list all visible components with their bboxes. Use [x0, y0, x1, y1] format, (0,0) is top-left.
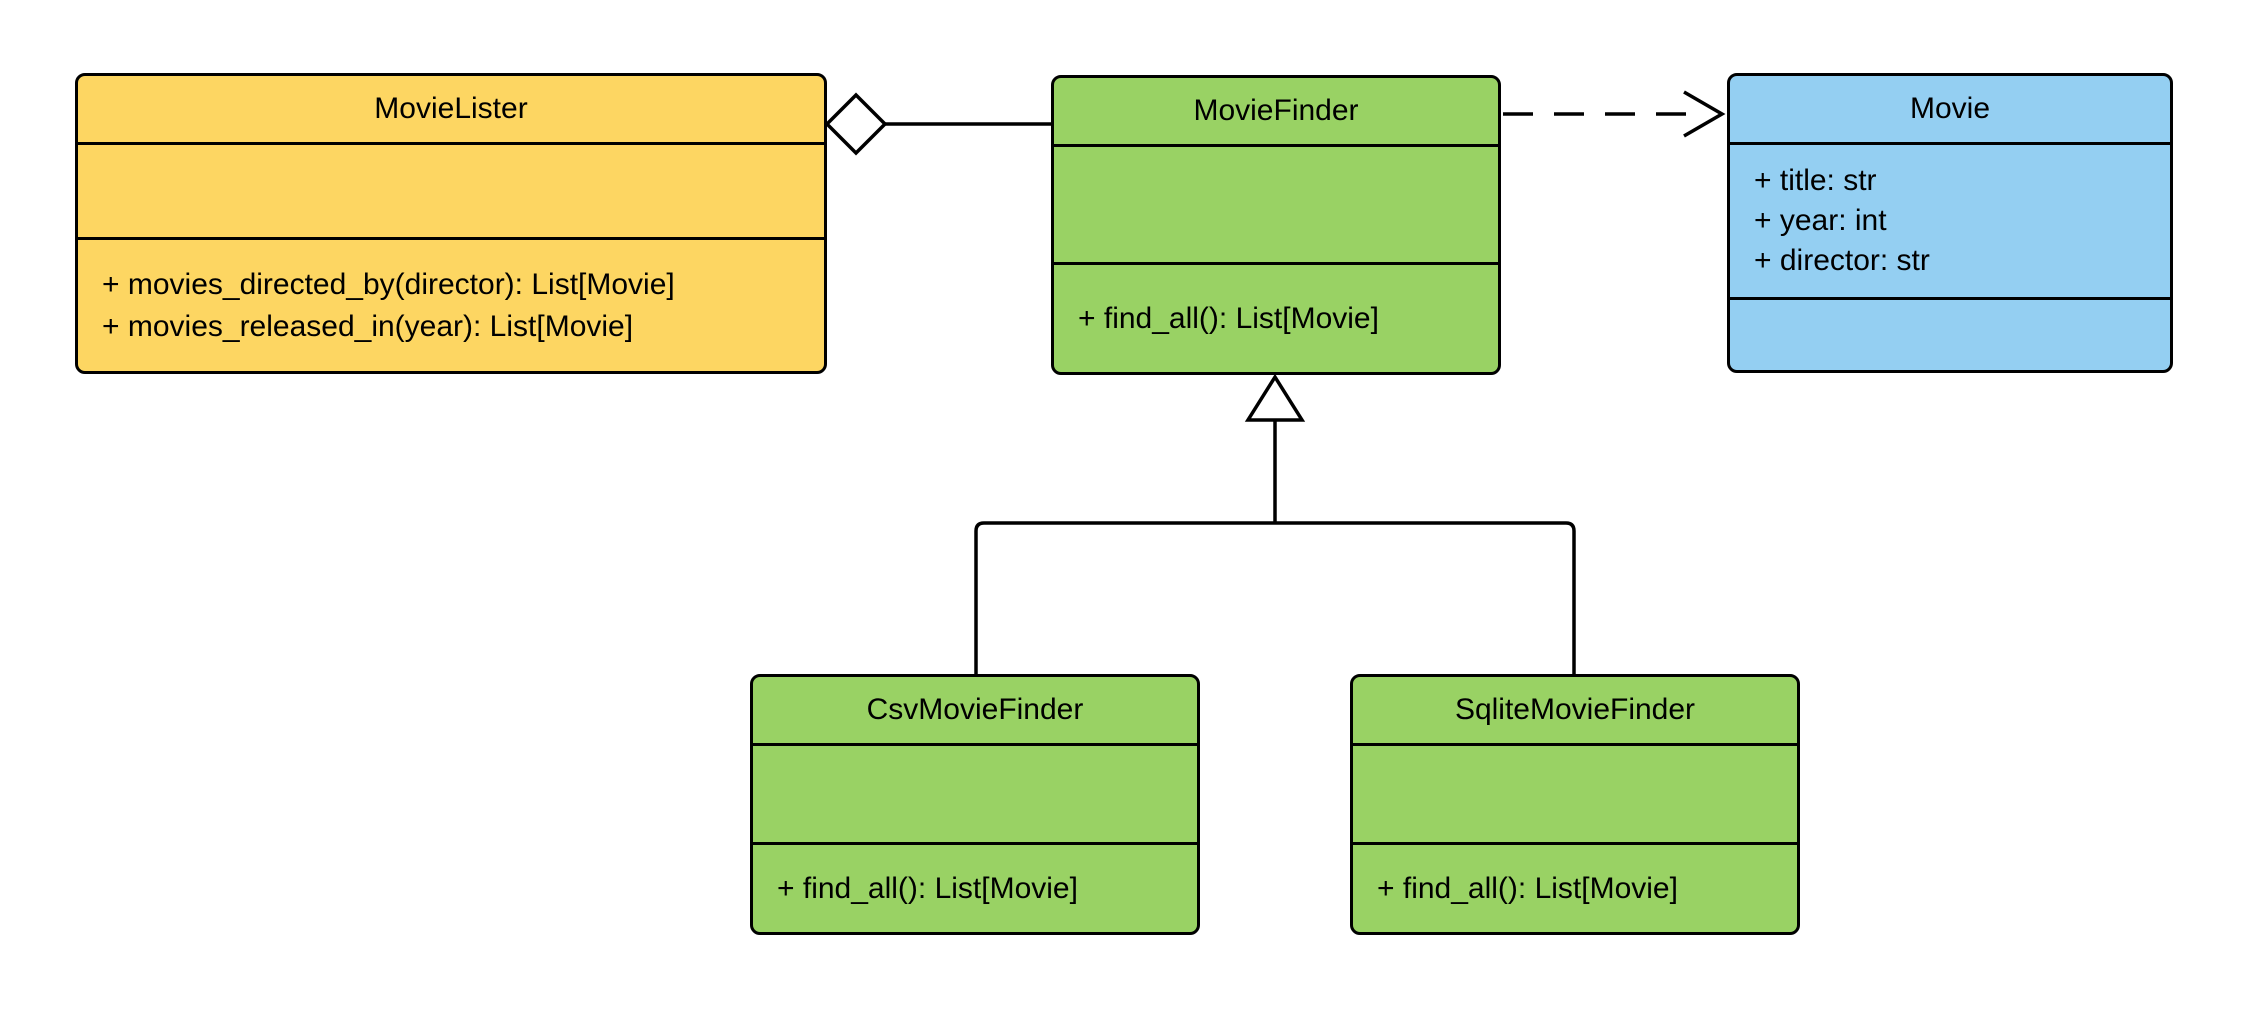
- method-item: + movies_released_in(year): List[Movie]: [102, 309, 634, 343]
- attribute-item: + title: str: [1754, 164, 1877, 197]
- dependency-arrowhead-icon: [1683, 90, 1726, 138]
- class-name: MovieLister: [374, 92, 528, 125]
- methods-compartment: + find_all(): List[Movie]: [1353, 842, 1797, 932]
- attributes-compartment: + title: str + year: int + director: str: [1730, 142, 2170, 297]
- dependency-link-moviefinder-movie: [1503, 90, 1726, 138]
- methods-compartment: + movies_directed_by(director): List[Mov…: [78, 237, 824, 371]
- method-item: + movies_directed_by(director): List[Mov…: [102, 267, 675, 301]
- generalization-branch-csv: [974, 521, 1275, 676]
- generalization-links: [974, 373, 1576, 676]
- class-name: CsvMovieFinder: [866, 693, 1084, 726]
- attributes-compartment: [753, 743, 1197, 842]
- methods-compartment: + find_all(): List[Movie]: [753, 842, 1197, 932]
- aggregation-diamond-icon: [824, 92, 888, 156]
- methods-compartment: + find_all(): List[Movie]: [1054, 262, 1498, 372]
- generalization-branch-sqlite: [1275, 521, 1576, 676]
- method-item: + find_all(): List[Movie]: [1377, 871, 1678, 905]
- method-item: + find_all(): List[Movie]: [777, 871, 1078, 905]
- attribute-item: + year: int: [1754, 204, 1887, 237]
- attributes-compartment: [78, 142, 824, 237]
- class-csvmoviefinder: CsvMovieFinder + find_all(): List[Movie]: [750, 674, 1200, 935]
- aggregation-link-movielister-moviefinder: [824, 92, 1053, 156]
- class-movie: Movie + title: str + year: int + directo…: [1727, 73, 2173, 373]
- class-movielister: MovieLister + movies_directed_by(directo…: [75, 73, 827, 374]
- method-item: + find_all(): List[Movie]: [1078, 301, 1379, 335]
- class-name: Movie: [1909, 92, 1991, 125]
- class-sqlitemoviefinder: SqliteMovieFinder + find_all(): List[Mov…: [1350, 674, 1800, 935]
- generalization-triangle-icon: [1244, 373, 1306, 422]
- attribute-item: + director: str: [1754, 244, 1930, 277]
- methods-compartment: [1730, 297, 2170, 370]
- class-name: MovieFinder: [1193, 94, 1359, 127]
- attributes-compartment: [1353, 743, 1797, 842]
- attributes-compartment: [1054, 144, 1498, 262]
- class-moviefinder: MovieFinder + find_all(): List[Movie]: [1051, 75, 1501, 375]
- class-name: SqliteMovieFinder: [1454, 693, 1696, 726]
